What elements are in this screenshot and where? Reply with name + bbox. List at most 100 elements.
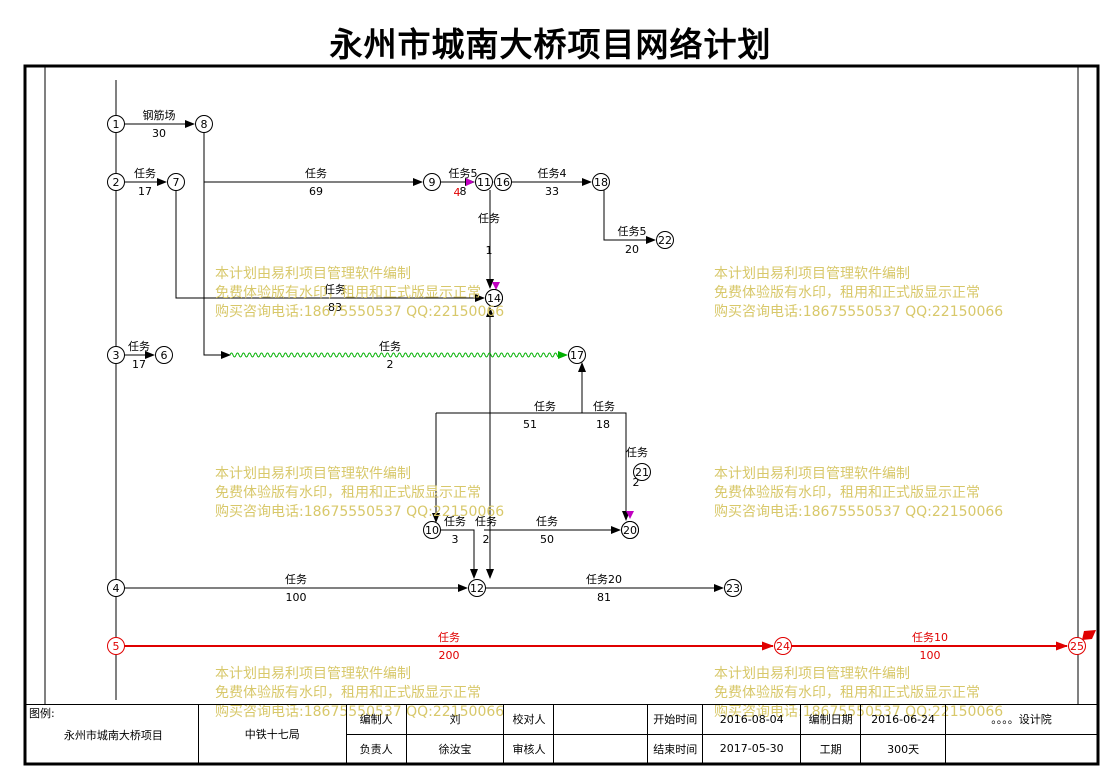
- node-10: 10: [423, 521, 441, 539]
- node-16: 16: [494, 173, 512, 191]
- checker: [553, 704, 649, 735]
- extra-label: 4: [454, 186, 461, 199]
- task-duration: 20: [625, 243, 639, 256]
- activity-arrow-t7: [603, 190, 656, 244]
- page-title: 永州市城南大桥项目网络计划: [329, 25, 772, 64]
- task-duration: 1: [486, 244, 493, 257]
- task-name: 任务: [128, 340, 150, 353]
- task-duration: 51: [523, 418, 537, 431]
- node-25: 25: [1068, 637, 1086, 655]
- task-name: 任务5: [618, 225, 647, 238]
- task-duration: 17: [132, 358, 146, 371]
- node-label: 21: [635, 466, 649, 479]
- activity-arrow-t9: [175, 190, 485, 302]
- node-17: 17: [568, 346, 586, 364]
- node-3: 3: [107, 346, 125, 364]
- task-duration: 2: [387, 358, 394, 371]
- node-2: 2: [107, 173, 125, 191]
- duration-label: 工期: [800, 733, 862, 764]
- task-duration: 200: [439, 649, 460, 662]
- node-22: 22: [656, 231, 674, 249]
- end-label: 结束时间: [647, 733, 704, 764]
- task-duration: 3: [452, 533, 459, 546]
- node-label: 25: [1070, 640, 1084, 653]
- node-1: 1: [107, 115, 125, 133]
- start-date: 2016-08-04: [702, 704, 802, 735]
- task-name: 任务4: [538, 167, 567, 180]
- node-20: 20: [621, 521, 639, 539]
- milestone-flag: [466, 178, 474, 186]
- node-21: 21: [633, 463, 651, 481]
- task-duration: 2: [483, 533, 490, 546]
- task-name: 任务: [134, 167, 156, 180]
- task-name: 任务: [478, 212, 500, 225]
- end-flag: [1082, 630, 1096, 640]
- node-23: 23: [724, 579, 742, 597]
- task-name: 任务: [438, 631, 460, 644]
- task-duration: 30: [152, 127, 166, 140]
- milestone-flag: [492, 282, 500, 290]
- task-duration: 2: [633, 476, 640, 489]
- compile-date: 2016-06-24: [860, 704, 947, 735]
- node-label: 9: [429, 176, 436, 189]
- task-name: 任务10: [912, 631, 948, 644]
- node-8: 8: [195, 115, 213, 133]
- task-duration: 33: [545, 185, 559, 198]
- activity-arrow-t14: [440, 529, 478, 579]
- end-date: 2017-05-30: [702, 733, 802, 764]
- node-label: 17: [570, 349, 584, 362]
- task-name: 任务: [475, 515, 497, 528]
- node-5: 5: [107, 637, 125, 655]
- task-name: 任务: [536, 515, 558, 528]
- task-name: 任务: [626, 446, 648, 459]
- task-duration: 50: [540, 533, 554, 546]
- task-duration: 100: [920, 649, 941, 662]
- node-label: 2: [113, 176, 120, 189]
- node-24: 24: [774, 637, 792, 655]
- node-label: 16: [496, 176, 510, 189]
- owner: 徐汝宝: [405, 733, 505, 764]
- free-float-line: [229, 352, 561, 358]
- node-6: 6: [155, 346, 173, 364]
- node-label: 22: [658, 234, 672, 247]
- node-12: 12: [468, 579, 486, 597]
- start-label: 开始时间: [647, 704, 704, 735]
- task-duration: 100: [286, 591, 307, 604]
- node-label: 4: [113, 582, 120, 595]
- node-label: 24: [776, 640, 790, 653]
- empty-cell: [945, 733, 1098, 764]
- compiler-label: 编制人: [345, 704, 407, 735]
- task-duration: 17: [138, 185, 152, 198]
- diagram-frame: [23, 64, 1100, 766]
- node-label: 23: [726, 582, 740, 595]
- node-label: 11: [477, 176, 491, 189]
- node-18: 18: [592, 173, 610, 191]
- company: 中铁十七局: [197, 704, 347, 764]
- node-label: 18: [594, 176, 608, 189]
- checker-label: 校对人: [503, 704, 555, 735]
- node-label: 7: [173, 176, 180, 189]
- node-4: 4: [107, 579, 125, 597]
- task-name: 任务: [324, 283, 346, 296]
- task-name: 任务: [444, 515, 466, 528]
- project-name: 永州市城南大桥项目: [63, 729, 163, 742]
- node-11: 11: [475, 173, 493, 191]
- task-name: 任务: [379, 340, 401, 353]
- legend-label: 图例:: [29, 707, 55, 720]
- task-name: 任务: [593, 400, 615, 413]
- task-name: 钢筋场: [143, 108, 176, 122]
- legend-cell: 图例: 永州市城南大桥项目: [25, 704, 199, 764]
- node-7: 7: [167, 173, 185, 191]
- node-9: 9: [423, 173, 441, 191]
- milestone-flag: [626, 511, 634, 519]
- task-name: 任务: [305, 167, 327, 180]
- task-duration: 81: [597, 591, 611, 604]
- link-arrow: [436, 412, 630, 521]
- title-block: 图例: 永州市城南大桥项目 中铁十七局 编制人 刘 校对人 开始时间 2016-…: [25, 704, 1098, 764]
- compiler: 刘: [405, 704, 505, 735]
- task-name: 任务: [534, 400, 556, 413]
- task-duration: 18: [596, 418, 610, 431]
- task-name: 任务20: [586, 573, 622, 586]
- link-arrow: [203, 132, 231, 359]
